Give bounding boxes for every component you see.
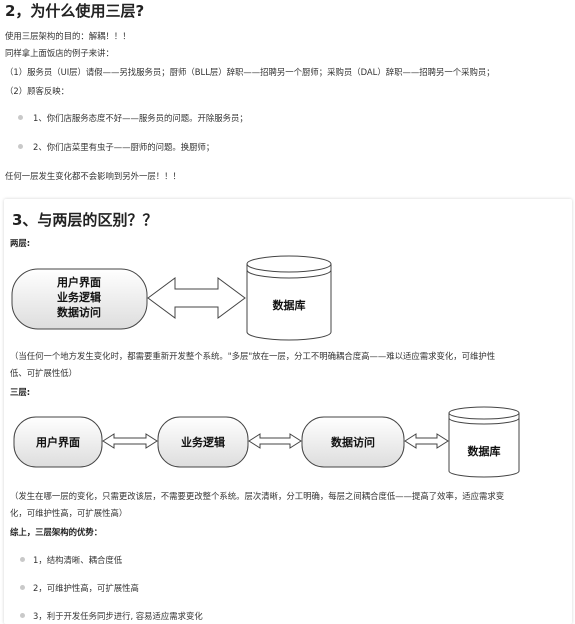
summary-label: 综上，三层架构的优势：	[10, 527, 103, 537]
double-arrow	[147, 277, 246, 319]
database-label: 数据库	[468, 444, 501, 458]
bullet-dot	[20, 613, 25, 618]
data-access-layer-label: 数据访问	[331, 435, 375, 449]
two-layer-label: 两层:	[10, 238, 31, 248]
combined-box-line: 用户界面	[57, 275, 101, 289]
three-layer-note: （发生在哪一层的变化，只需更改该层，不需要更改整个系统。层次清晰，分工明确，每层…	[10, 491, 505, 501]
list-item: 3，利于开发任务同步进行, 容易适应需求变化	[33, 611, 203, 621]
ui-layer-box	[13, 416, 103, 468]
combined-layer-box	[11, 268, 148, 330]
example-intro-text: 同样拿上面饭店的例子来讲：	[5, 48, 114, 58]
list-item: 1，结构清晰、耦合度低	[33, 555, 123, 565]
three-layer-note-cont: 化，可维护性高，可扩展性高）	[10, 508, 128, 518]
bullet-dot	[18, 144, 23, 149]
list-item: 1、你们店服务态度不好——服务员的问题。开除服务员；	[33, 113, 248, 123]
business-layer-label: 业务逻辑	[181, 435, 225, 449]
list-item: 2，可维护性高，可扩展性高	[33, 583, 139, 593]
two-layer-note-cont: 低、可扩展性低）	[10, 368, 77, 378]
bullet-dot	[20, 557, 25, 562]
combined-box-line: 业务逻辑	[57, 290, 101, 304]
bullet-dot	[18, 115, 23, 120]
business-layer-box	[157, 416, 249, 468]
database-cylinder	[246, 255, 332, 341]
double-arrow	[248, 433, 302, 449]
bullet-dot	[20, 585, 25, 590]
double-arrow	[404, 433, 449, 449]
two-layer-diagram: 用户界面 业务逻辑 数据访问 数据库	[11, 255, 332, 341]
section2-title: 2，为什么使用三层?	[5, 2, 145, 20]
conclusion-text: 任何一层发生变化都不会影响到另外一层！！！	[5, 171, 181, 181]
two-layer-note: （当任何一个地方发生变化时，都需要重新开发整个系统。"多层"放在一层，分工不明确…	[10, 351, 496, 361]
list-item: 2、你们店菜里有虫子——厨师的问题。换厨师；	[33, 142, 215, 152]
section3-title: 3、与两层的区别？？	[12, 211, 158, 229]
double-arrow	[102, 433, 158, 449]
combined-box-line: 数据访问	[57, 305, 101, 319]
database-cylinder	[448, 406, 520, 478]
database-label: 数据库	[273, 298, 306, 312]
three-layer-diagram: 用户界面 业务逻辑 数据访问 数据库	[13, 406, 520, 478]
ui-layer-label: 用户界面	[36, 435, 80, 449]
purpose-text: 使用三层架构的目的：解耦！！！	[5, 31, 131, 41]
item-2-text: （2）顾客反映：	[5, 86, 69, 96]
item-1-text: （1）服务员（UI层）请假——另找服务员；厨师（BLL层）辞职——招聘另一个厨师…	[5, 67, 495, 77]
data-access-layer-box	[301, 416, 405, 468]
three-layer-label: 三层:	[10, 387, 31, 397]
